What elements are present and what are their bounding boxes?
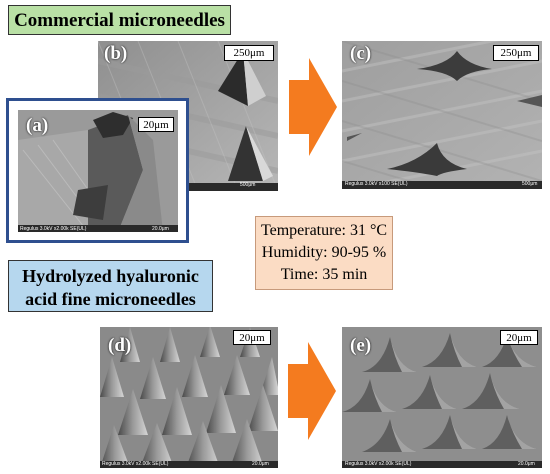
conditions-box: Temperature: 31 °C Humidity: 90-95 % Tim…	[255, 216, 393, 290]
panel-a-footer-scale: 20.0μm	[152, 226, 169, 232]
panel-d-scale-text: 20μm	[239, 331, 265, 344]
sem-panel-c	[342, 41, 542, 189]
panel-a-label: (a)	[26, 115, 49, 136]
sem-panel-e	[342, 327, 542, 468]
sem-panel-d	[100, 327, 278, 468]
panel-e-scalebar: 20μm	[500, 330, 538, 345]
hyaluronic-header-text: Hydrolyzed hyaluronic acid fine micronee…	[22, 266, 199, 309]
time-text: Time: 35 min	[280, 266, 368, 283]
panel-a-scalebar: 20μm	[138, 117, 174, 132]
panel-e-label: (e)	[350, 335, 372, 356]
panel-b-label: (b)	[104, 43, 128, 64]
arrow-right-top-icon	[289, 58, 337, 156]
panel-b-footer-scale: 500μm	[240, 182, 256, 188]
arrow-right-bottom-icon	[288, 342, 336, 440]
humidity-text: Humidity: 90-95 %	[261, 244, 387, 261]
sem-panel-a	[18, 110, 178, 232]
commercial-header: Commercial microneedles	[8, 5, 231, 35]
panel-d-scalebar: 20μm	[233, 330, 271, 345]
panel-c-label: (c)	[350, 43, 372, 64]
panel-b-scale-text: 250μm	[233, 47, 265, 59]
panel-d-footer-scale: 20.0μm	[252, 461, 269, 467]
panel-d-label: (d)	[108, 335, 132, 356]
panel-d-footer: Regulus 3.0kV x2.00k SE(UL)	[102, 461, 169, 467]
panel-a-scale-text: 20μm	[143, 118, 169, 131]
panel-a-footer: Regulus 3.0kV x2.00k SE(UL)	[20, 226, 87, 232]
panel-c-footer: Regulus 3.0kV x100 SE(UL)	[345, 181, 408, 187]
panel-c-scalebar: 250μm	[493, 45, 539, 61]
panel-e-footer-scale: 20.0μm	[518, 461, 535, 467]
panel-c-scale-text: 250μm	[500, 47, 532, 59]
hyaluronic-header: Hydrolyzed hyaluronic acid fine micronee…	[8, 260, 213, 312]
commercial-header-text: Commercial microneedles	[14, 9, 225, 31]
temperature-text: Temperature: 31 °C	[260, 222, 388, 239]
panel-c-footer-scale: 500μm	[522, 181, 538, 187]
panel-e-footer: Regulus 3.0kV x2.00k SE(UL)	[345, 461, 412, 467]
panel-e-scale-text: 20μm	[506, 331, 532, 344]
panel-b-scalebar: 250μm	[224, 45, 274, 61]
